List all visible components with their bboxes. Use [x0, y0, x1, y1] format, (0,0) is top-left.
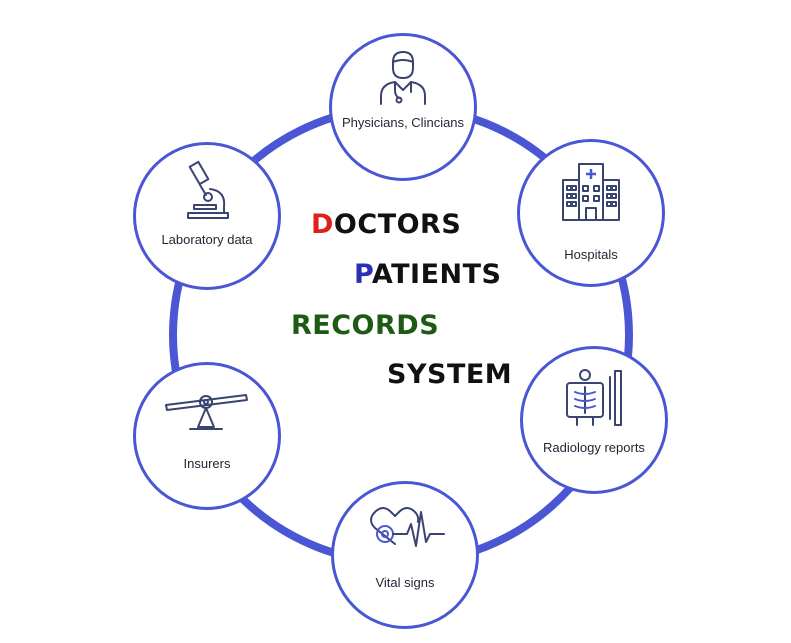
node-hospitals-label: Hospitals — [564, 247, 618, 262]
title-line-doctors: DOCTORS — [311, 209, 461, 240]
doctor-icon — [380, 51, 426, 105]
title-initial: P — [354, 259, 372, 290]
title-rest: OCTORS — [333, 209, 462, 240]
node-radiology: Radiology reports — [520, 346, 668, 494]
title-line-patients: PATIENTS — [354, 259, 501, 290]
title-rest: SYSTEM — [387, 359, 513, 390]
node-physicians-label: Physicians, Clincians — [341, 115, 465, 130]
title-rest: ATIENTS — [371, 259, 502, 290]
heart-pulse-icon — [370, 507, 445, 547]
hospital-icon — [562, 163, 620, 221]
title-line-system: SYSTEM — [387, 359, 512, 390]
node-insurers-label: Insurers — [183, 456, 231, 471]
title-initial: D — [311, 209, 334, 240]
node-laboratory-label: Laboratory data — [161, 232, 253, 247]
node-insurers: Insurers — [133, 362, 281, 510]
node-physicians: Physicians, Clincians — [329, 33, 477, 181]
node-laboratory: Laboratory data — [133, 142, 281, 290]
balance-scale-icon — [165, 394, 248, 430]
node-vitals: Vital signs — [331, 481, 479, 629]
xray-icon — [566, 369, 622, 426]
node-vitals-label: Vital signs — [375, 575, 435, 590]
node-hospitals: Hospitals — [517, 139, 665, 287]
title-rest: RECORDS — [291, 310, 440, 341]
node-radiology-label: Radiology reports — [543, 440, 645, 455]
microscope-icon — [187, 160, 229, 219]
title-line-records: RECORDS — [291, 310, 439, 341]
